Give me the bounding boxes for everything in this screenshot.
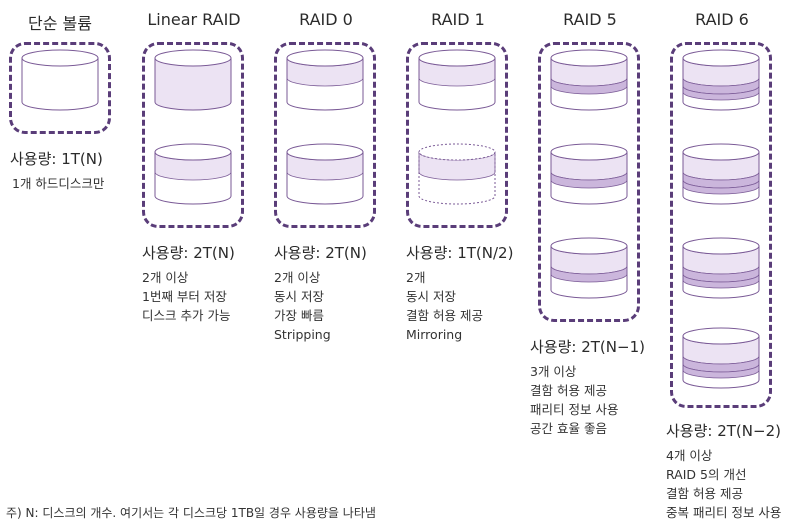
desc-line: 1개 하드디스크만 bbox=[12, 176, 105, 191]
desc-line: Stripping bbox=[274, 327, 331, 342]
desc-line: 패리티 정보 사용 bbox=[530, 402, 619, 417]
group-box-linear-raid bbox=[142, 42, 244, 228]
desc-line: Mirroring bbox=[406, 327, 463, 342]
group-box-raid6 bbox=[670, 42, 772, 408]
desc-linear-raid: 2개 이상 1번째 부터 저장 디스크 추가 가능 bbox=[142, 268, 230, 325]
group-box-raid0 bbox=[274, 42, 376, 228]
disk-icon bbox=[550, 237, 628, 299]
desc-line: 결함 허용 제공 bbox=[666, 486, 743, 501]
desc-line: RAID 5의 개선 bbox=[666, 467, 747, 482]
group-box-raid1 bbox=[406, 42, 508, 228]
desc-single-volume: 1개 하드디스크만 bbox=[12, 174, 104, 193]
usage-raid6: 사용량: 2T(N−2) bbox=[666, 422, 781, 440]
title-raid0: RAID 0 bbox=[299, 10, 353, 29]
usage-raid0: 사용량: 2T(N) bbox=[274, 244, 367, 262]
title-raid1: RAID 1 bbox=[431, 10, 485, 29]
desc-raid0: 2개 이상 동시 저장 가장 빠름 Stripping bbox=[274, 268, 331, 344]
desc-line: 가장 빠름 bbox=[274, 308, 324, 323]
title-raid5: RAID 5 bbox=[563, 10, 617, 29]
usage-raid5: 사용량: 2T(N−1) bbox=[530, 338, 645, 356]
disk-icon bbox=[154, 49, 232, 111]
desc-line: 2개 이상 bbox=[274, 270, 321, 285]
desc-line: 공간 효율 좋음 bbox=[530, 421, 607, 436]
desc-line: 동시 저장 bbox=[274, 289, 324, 304]
footnote: 주) N: 디스크의 개수. 여기서는 각 디스크당 1TB일 경우 사용량을 … bbox=[6, 506, 376, 520]
usage-single-volume: 사용량: 1T(N) bbox=[10, 150, 103, 168]
usage-linear-raid: 사용량: 2T(N) bbox=[142, 244, 235, 262]
title-single-volume: 단순 볼륨 bbox=[28, 14, 92, 33]
desc-line: 1번째 부터 저장 bbox=[142, 289, 227, 304]
group-box-raid5 bbox=[538, 42, 640, 322]
desc-line: 결함 허용 제공 bbox=[530, 383, 607, 398]
title-raid6: RAID 6 bbox=[695, 10, 749, 29]
desc-line: 4개 이상 bbox=[666, 448, 713, 463]
desc-raid5: 3개 이상 결함 허용 제공 패리티 정보 사용 공간 효율 좋음 bbox=[530, 362, 618, 438]
usage-raid1: 사용량: 1T(N/2) bbox=[406, 244, 514, 262]
desc-line: 결함 허용 제공 bbox=[406, 308, 483, 323]
disk-icon bbox=[550, 143, 628, 205]
disk-icon bbox=[154, 143, 232, 205]
desc-raid6: 4개 이상 RAID 5의 개선 결함 허용 제공 중복 패리티 정보 사용 bbox=[666, 446, 781, 522]
disk-icon bbox=[21, 49, 99, 111]
desc-line: 중복 패리티 정보 사용 bbox=[666, 505, 782, 520]
disk-icon bbox=[682, 237, 760, 299]
disk-icon bbox=[682, 143, 760, 205]
disk-icon bbox=[418, 143, 496, 205]
disk-icon bbox=[682, 49, 760, 111]
desc-line: 3개 이상 bbox=[530, 364, 577, 379]
desc-line: 디스크 추가 가능 bbox=[142, 308, 231, 323]
disk-icon bbox=[682, 327, 760, 389]
desc-line: 2개 bbox=[406, 270, 426, 285]
group-box-single-volume bbox=[9, 42, 111, 134]
desc-line: 동시 저장 bbox=[406, 289, 456, 304]
title-linear-raid: Linear RAID bbox=[147, 10, 241, 29]
desc-raid1: 2개 동시 저장 결함 허용 제공 Mirroring bbox=[406, 268, 483, 344]
disk-icon bbox=[286, 143, 364, 205]
desc-line: 2개 이상 bbox=[142, 270, 189, 285]
disk-icon bbox=[286, 49, 364, 111]
disk-icon bbox=[418, 49, 496, 111]
disk-icon bbox=[550, 49, 628, 111]
